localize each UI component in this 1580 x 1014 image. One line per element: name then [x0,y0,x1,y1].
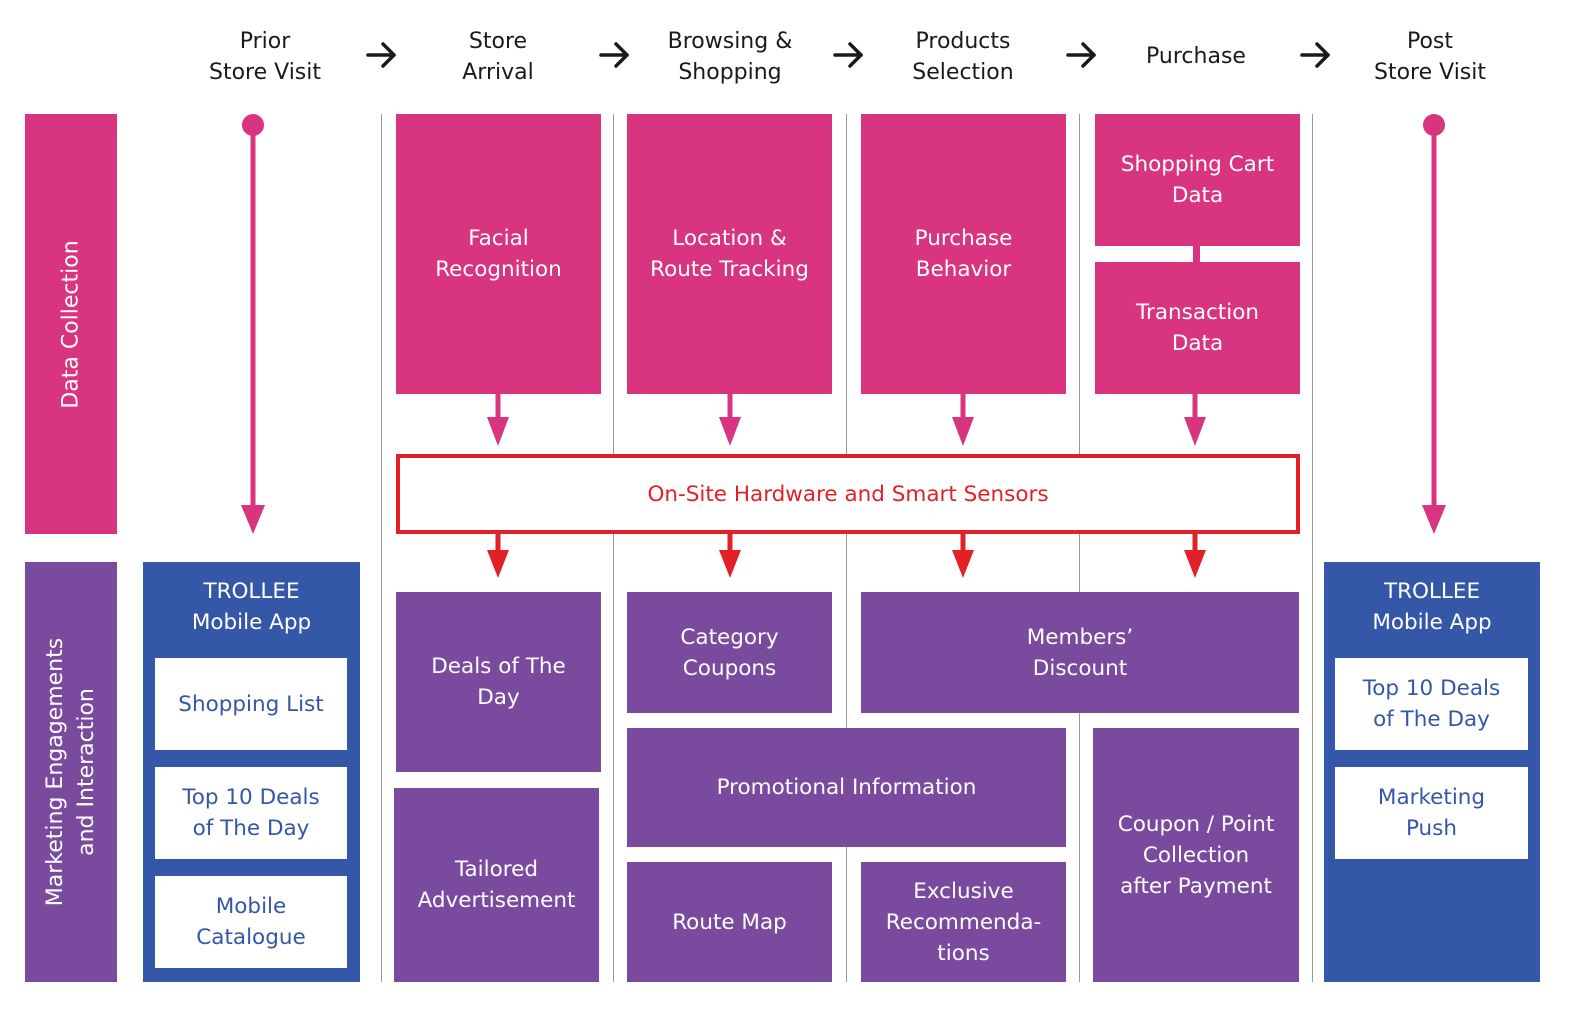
sensor-down-arrow-3-icon [952,532,974,578]
cart-transaction-connector [1193,246,1200,262]
stage-arrow-4-icon [1066,42,1096,68]
location-down-arrow-icon [719,394,741,446]
on-site-hardware-sensors-bar: On-Site Hardware and Smart Sensors [396,454,1300,534]
facial-down-arrow-icon [487,394,509,446]
members-discount-box: Members’Discount [861,592,1299,713]
route-map-box: Route Map [627,862,832,982]
stage-browsing-shopping: Browsing &Shopping [667,29,793,85]
column-divider [1312,114,1313,982]
transaction-down-arrow-icon [1184,394,1206,446]
stage-arrow-3-icon [833,42,863,68]
sensor-down-arrow-1-icon [487,532,509,578]
stage-arrow-1-icon [366,42,396,68]
column-divider [846,114,847,982]
stage-purchase: Purchase [1146,44,1246,69]
prior-visit-timeline-arrow-icon [241,114,265,534]
column-divider [613,114,614,982]
sensor-down-arrow-2-icon [719,532,741,578]
shopping-list-item[interactable]: Shopping List [155,658,347,750]
column-divider [1079,114,1080,982]
column-divider [381,114,382,982]
stage-arrow-5-icon [1300,42,1330,68]
stage-arrows [366,42,1330,68]
behavior-down-arrow-icon [952,394,974,446]
promotional-information-box: Promotional Information [627,728,1066,847]
location-route-tracking-box: Location &Route Tracking [627,114,832,394]
stage-arrow-2-icon [599,42,629,68]
sensor-down-arrow-4-icon [1184,532,1206,578]
post-visit-timeline-arrow-icon [1422,114,1446,534]
row-label-data-collection: Data Collection [25,114,117,534]
